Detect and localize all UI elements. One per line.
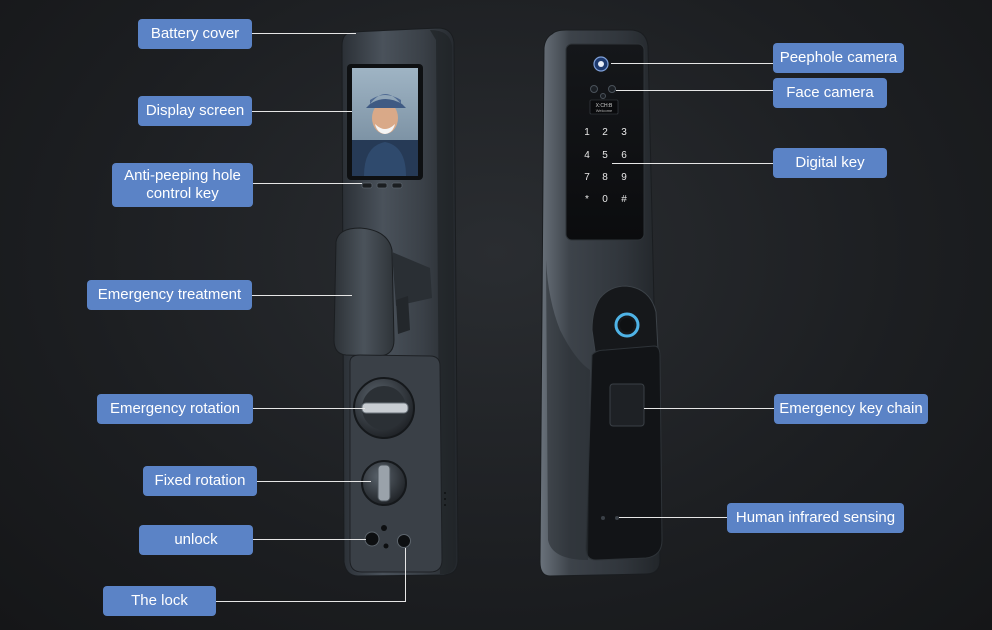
leader-unlock — [253, 539, 366, 541]
label-display-screen: Display screen — [138, 96, 252, 126]
emergency-key-chain-cover — [609, 383, 645, 427]
fingerprint-ring-icon — [614, 312, 640, 338]
anti-peeping-key-3 — [391, 182, 403, 189]
label-emergency-treatment: Emergency treatment — [87, 280, 252, 310]
face-camera-lens-1 — [590, 85, 598, 93]
right-lock-body: X:CH:B Welcome 1 2 3 4 5 6 7 8 9 * 0 # — [539, 29, 663, 577]
left-lock-body — [333, 27, 459, 577]
handle-side — [585, 345, 663, 561]
keypad-key-hash: # — [621, 194, 627, 205]
unlock-hole — [364, 531, 380, 547]
leader-peephole-camera — [611, 63, 773, 65]
lock-hole — [397, 534, 411, 548]
label-battery-cover: Battery cover — [138, 19, 252, 49]
digital-keypad: 1 2 3 4 5 6 7 8 9 * 0 # — [584, 127, 627, 205]
leader-fixed-rotation — [257, 481, 371, 483]
label-peephole-camera: Peephole camera — [773, 43, 904, 73]
keypad-key-8: 8 — [602, 172, 608, 183]
keypad-key-0: 0 — [602, 194, 608, 205]
leader-face-camera — [616, 90, 773, 92]
keypad-key-9: 9 — [621, 172, 627, 183]
leader-emergency-key-chain — [644, 408, 774, 410]
label-digital-key: Digital key — [773, 148, 887, 178]
keypad-glass-panel — [565, 43, 645, 241]
label-anti-peeping-key: Anti-peeping hole control key — [112, 163, 253, 207]
label-face-camera: Face camera — [773, 78, 887, 108]
keypad-key-6: 6 — [621, 150, 627, 161]
keypad-key-star: * — [585, 194, 589, 205]
leader-display-screen — [252, 111, 352, 113]
leader-human-infrared-sensing — [619, 517, 727, 519]
keypad-key-2: 2 — [602, 127, 608, 138]
anti-peeping-key-1 — [361, 182, 373, 189]
leader-anti-peeping-key — [253, 183, 362, 185]
handle — [333, 227, 395, 357]
screen-line-1: X:CH:B — [596, 103, 613, 109]
keypad-key-5: 5 — [602, 150, 608, 161]
label-emergency-rotation: Emergency rotation — [97, 394, 253, 424]
keypad-key-4: 4 — [584, 150, 590, 161]
label-human-infrared-sensing: Human infrared sensing — [727, 503, 904, 533]
anti-peeping-key-2 — [376, 182, 388, 189]
screen-line-2: Welcome — [596, 108, 613, 113]
label-fixed-rotation: Fixed rotation — [143, 466, 257, 496]
keypad-key-1: 1 — [584, 127, 590, 138]
label-unlock: unlock — [139, 525, 253, 555]
leader-the-lock-v — [405, 548, 407, 602]
face-camera-lens-2 — [608, 85, 616, 93]
leader-battery-cover — [252, 33, 356, 35]
leader-emergency-treatment — [252, 295, 352, 297]
keypad-key-7: 7 — [584, 172, 590, 183]
leader-the-lock-h — [216, 601, 406, 603]
label-the-lock: The lock — [103, 586, 216, 616]
leader-emergency-rotation — [253, 408, 365, 410]
leader-digital-key — [612, 163, 773, 165]
label-emergency-key-chain: Emergency key chain — [774, 394, 928, 424]
keypad-key-3: 3 — [621, 127, 627, 138]
